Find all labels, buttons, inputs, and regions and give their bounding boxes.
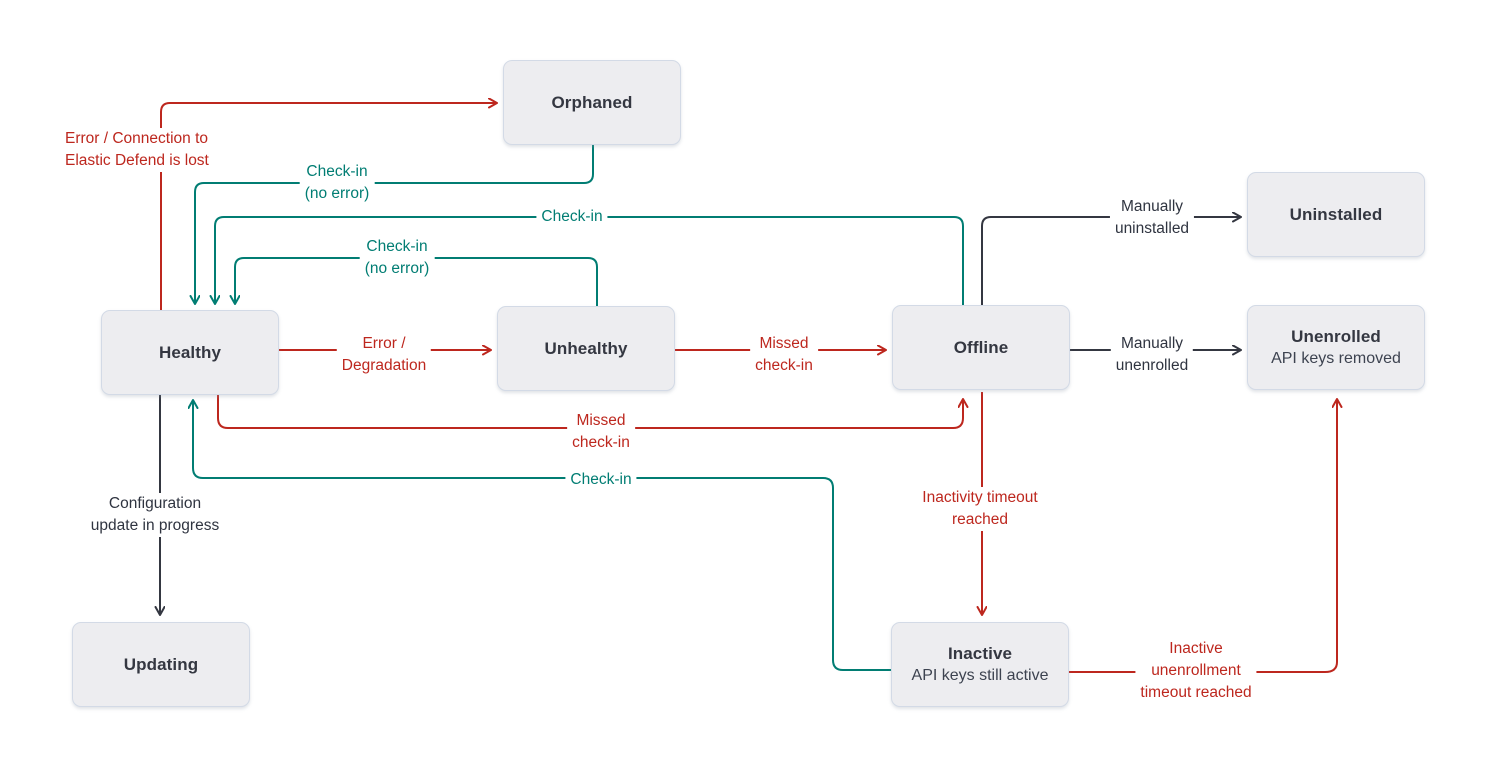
edge-healthy-to-orphaned bbox=[160, 103, 497, 310]
state-label: Unenrolled bbox=[1291, 327, 1381, 346]
state-node-offline: Offline bbox=[892, 305, 1070, 390]
edge-label-inactive-unenrollment-timeout: Inactive unenrollment timeout reached bbox=[1135, 638, 1257, 704]
edge-label-manually-uninstalled: Manually uninstalled bbox=[1109, 196, 1195, 240]
edge-inactive-to-unenrolled bbox=[1069, 399, 1337, 673]
state-node-healthy: Healthy bbox=[101, 310, 279, 395]
edge-label-configuration-update: Configuration update in progress bbox=[85, 493, 225, 537]
edge-label-error-degradation: Error / Degradation bbox=[336, 333, 432, 377]
state-node-unenrolled: Unenrolled API keys removed bbox=[1247, 305, 1425, 390]
edge-offline-to-uninstalled bbox=[981, 217, 1241, 305]
edge-label-inactivity-timeout: Inactivity timeout reached bbox=[917, 487, 1043, 531]
edge-label-missed-checkin-bottom: Missed check-in bbox=[567, 410, 635, 454]
state-node-orphaned: Orphaned bbox=[503, 60, 681, 145]
state-sublabel: API keys still active bbox=[911, 667, 1049, 684]
edge-inactive-to-healthy bbox=[193, 400, 891, 671]
edge-label-checkin-no-error-orphaned: Check-in (no error) bbox=[299, 161, 375, 205]
state-label: Inactive bbox=[947, 644, 1013, 663]
edge-label-checkin-no-error-unhealthy: Check-in (no error) bbox=[359, 236, 435, 280]
state-label: Updating bbox=[123, 654, 199, 674]
edge-offline-to-healthy bbox=[215, 216, 964, 305]
state-node-inactive: Inactive API keys still active bbox=[891, 622, 1069, 707]
state-node-uninstalled: Uninstalled bbox=[1247, 172, 1425, 257]
state-node-unhealthy: Unhealthy bbox=[497, 306, 675, 391]
state-sublabel: API keys removed bbox=[1271, 350, 1401, 367]
state-node-updating: Updating bbox=[72, 622, 250, 707]
state-label: Unhealthy bbox=[544, 338, 628, 358]
state-label: Offline bbox=[953, 337, 1009, 357]
edge-orphaned-to-healthy bbox=[195, 145, 594, 304]
edge-label-error-connection-lost: Error / Connection to Elastic Defend is … bbox=[62, 128, 212, 172]
state-label: Uninstalled bbox=[1289, 204, 1383, 224]
state-label: Healthy bbox=[158, 342, 222, 362]
edge-label-manually-unenrolled: Manually unenrolled bbox=[1110, 333, 1194, 377]
edge-label-checkin-inactive: Check-in bbox=[565, 469, 637, 491]
edge-label-checkin-offline: Check-in bbox=[536, 206, 608, 228]
edge-label-missed-checkin-top: Missed check-in bbox=[750, 333, 818, 377]
state-label: Orphaned bbox=[551, 92, 633, 112]
